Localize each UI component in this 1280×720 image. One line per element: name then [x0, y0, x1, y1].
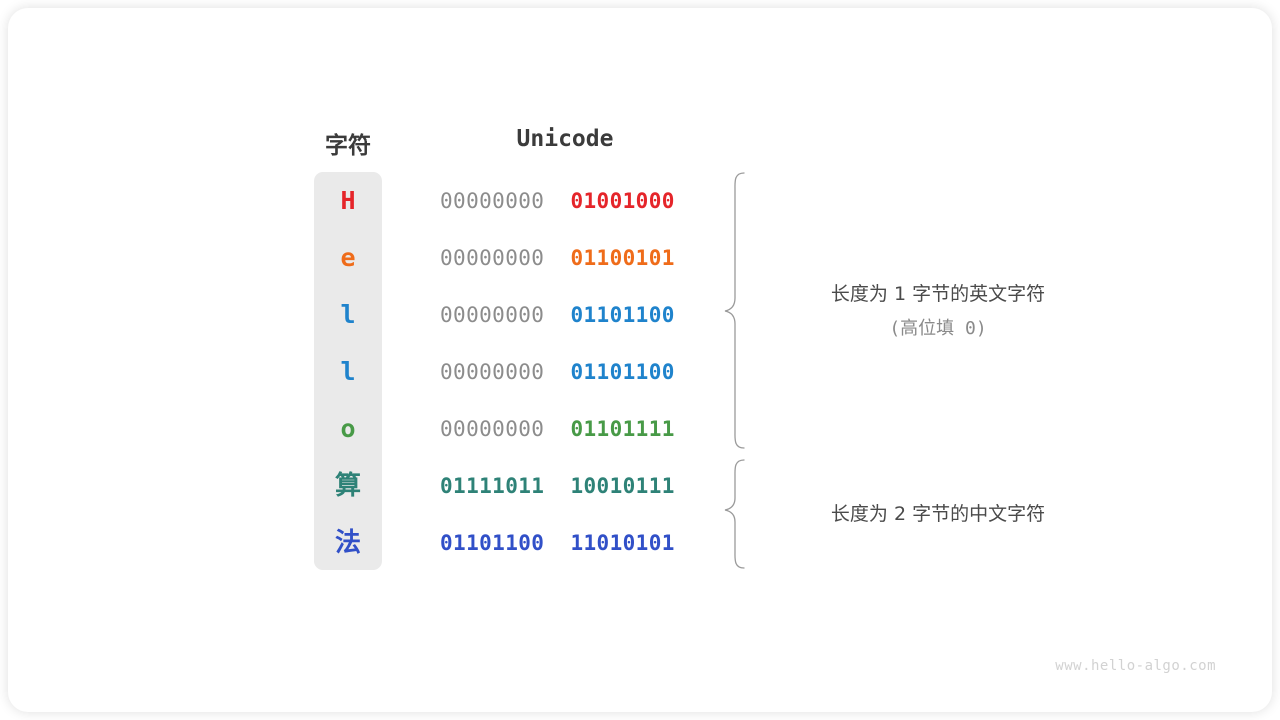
high-byte: 00000000	[440, 359, 545, 384]
low-byte: 10010111	[570, 473, 675, 498]
table-row: H 00000000 01001000	[314, 172, 714, 229]
annotation-cjk: 长度为 2 字节的中文字符	[778, 496, 1098, 532]
column-header-unicode: Unicode	[516, 126, 614, 152]
unicode-bits-cell: 00000000 01101100	[382, 303, 714, 327]
table-row: e 00000000 01100101	[314, 229, 714, 286]
annotation-cjk-main: 长度为 2 字节的中文字符	[830, 503, 1046, 525]
unicode-bits-cell: 00000000 01001000	[382, 189, 714, 213]
unicode-bits-cell: 01101100 11010101	[382, 531, 714, 555]
character-cell: l	[340, 357, 356, 386]
low-byte: 01001000	[570, 188, 675, 213]
character-column-background	[314, 172, 382, 570]
table-row: o 00000000 01101111	[314, 400, 714, 457]
high-byte: 00000000	[440, 245, 545, 270]
brace-ascii	[724, 172, 745, 449]
character-cell: H	[340, 186, 356, 215]
low-byte: 11010101	[570, 530, 675, 555]
watermark: www.hello-algo.com	[1055, 658, 1216, 674]
column-header-character: 字符	[325, 133, 371, 159]
low-byte: 01100101	[570, 245, 675, 270]
high-byte: 01101100	[440, 530, 545, 555]
table-row: 法 01101100 11010101	[314, 514, 714, 571]
table-row: 算 01111011 10010111	[314, 457, 714, 514]
table-row: l 00000000 01101100	[314, 343, 714, 400]
low-byte: 01101100	[570, 359, 675, 384]
grouping-braces	[724, 172, 745, 569]
character-cell: 法	[334, 527, 361, 558]
character-cell: l	[340, 300, 356, 329]
character-cell: o	[340, 414, 356, 443]
annotation-ascii: 长度为 1 字节的英文字符 (高位填 0)	[778, 276, 1098, 346]
brace-cjk	[724, 459, 745, 569]
low-byte: 01101111	[570, 416, 675, 441]
character-cell: 算	[334, 470, 361, 501]
high-byte: 00000000	[440, 416, 545, 441]
high-byte: 00000000	[440, 188, 545, 213]
unicode-bits-cell: 00000000 01101100	[382, 360, 714, 384]
unicode-bits-cell: 01111011 10010111	[382, 474, 714, 498]
character-cell: e	[340, 243, 356, 272]
diagram-card: 字符 Unicode H 00000000 01001000 e 00000000 0…	[8, 8, 1272, 712]
annotation-ascii-main: 长度为 1 字节的英文字符	[830, 283, 1046, 305]
low-byte: 01101100	[570, 302, 675, 327]
table-row: l 00000000 01101100	[314, 286, 714, 343]
annotation-ascii-sub: (高位填 0)	[889, 318, 987, 340]
unicode-bits-cell: 00000000 01101111	[382, 417, 714, 441]
unicode-bits-cell: 00000000 01100101	[382, 246, 714, 270]
high-byte: 01111011	[440, 473, 545, 498]
high-byte: 00000000	[440, 302, 545, 327]
